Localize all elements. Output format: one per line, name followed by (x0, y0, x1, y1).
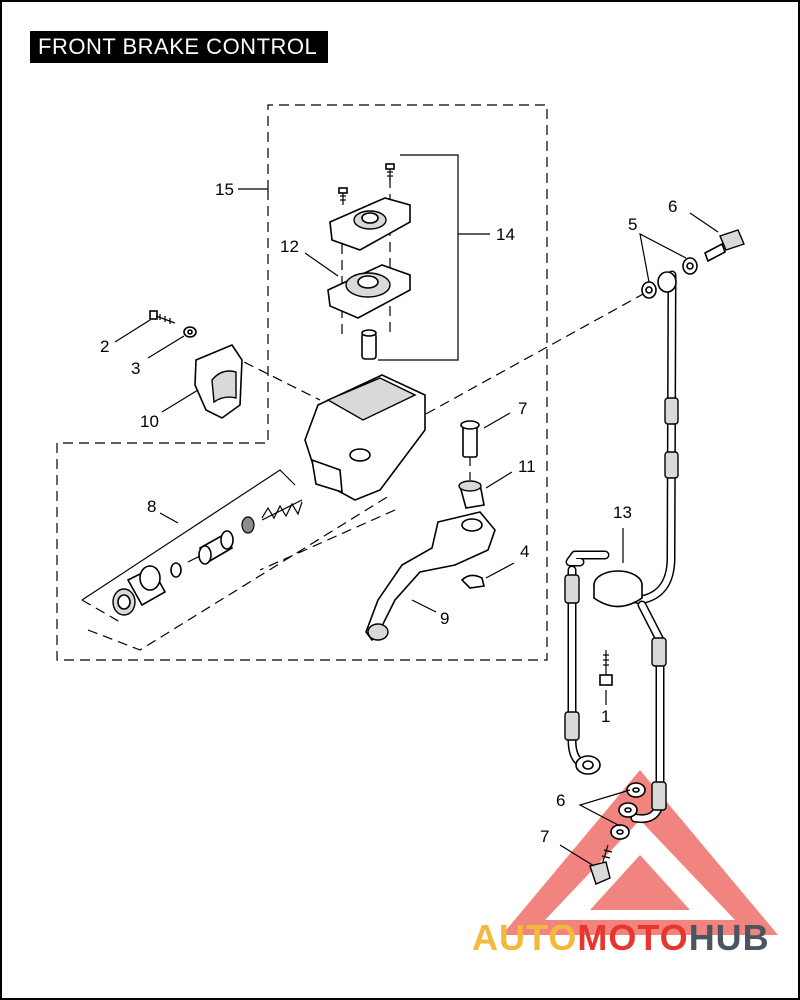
leader-3 (147, 335, 185, 359)
master-cylinder-body (304, 374, 426, 501)
retaining-clip (460, 574, 485, 589)
watermark-triangle-core (590, 855, 690, 910)
watermark-hub: HUB (689, 917, 770, 958)
leader-14-bracket (378, 154, 459, 361)
callout-1: 1 (601, 707, 610, 726)
piston-bracket-bottom (87, 493, 393, 651)
cover-screw-left (338, 187, 348, 205)
callout-7-upper: 7 (518, 399, 527, 418)
callout-11: 11 (518, 457, 536, 476)
leader-12 (304, 252, 339, 277)
handlebar-clamp (194, 344, 243, 419)
leader-2 (114, 319, 151, 343)
alignment-line-banjo (414, 292, 646, 421)
clamp-screw (149, 310, 176, 324)
brake-hose-left (564, 565, 601, 775)
junction-screw (599, 650, 613, 686)
callout-9: 9 (440, 609, 449, 628)
banjo-washers-lower (610, 782, 646, 840)
callout-5: 5 (628, 215, 637, 234)
reservoir-cover (329, 197, 411, 251)
cover-screw-right (385, 163, 395, 181)
callout-7-lower: 7 (540, 827, 549, 846)
leader-10 (161, 389, 199, 413)
diagram-title: FRONT BRAKE CONTROL (30, 31, 328, 63)
boot (126, 565, 167, 607)
brake-lever (365, 511, 496, 642)
assembly-15-boundary (56, 104, 548, 661)
callout-10: 10 (140, 412, 159, 431)
dust-seal (112, 588, 136, 616)
alignment-line-piston (259, 509, 396, 571)
leader-9 (411, 599, 437, 613)
watermark-logo (502, 770, 778, 935)
leader-11 (485, 471, 513, 489)
banjo-washers-upper (641, 257, 698, 299)
piston-body (187, 530, 234, 565)
leader-6-lower (578, 789, 631, 827)
leader-6-upper (689, 212, 719, 233)
piston-bracket-left (81, 599, 121, 623)
callout-2: 2 (100, 337, 109, 356)
callout-12: 12 (280, 237, 299, 256)
callout-8: 8 (147, 497, 156, 516)
leader-5 (639, 232, 687, 283)
watermark-text: AUTOMOTOHUB (472, 917, 770, 958)
brake-hose-right (630, 600, 667, 824)
leader-7-lower (559, 844, 595, 867)
o-ring (170, 562, 182, 578)
pivot-bushing (458, 480, 485, 509)
leader-7-upper (483, 412, 511, 429)
brake-hose-upper (595, 270, 679, 605)
lever-pivot-pin (460, 420, 480, 458)
alignment-line-clamp (229, 354, 321, 401)
watermark-moto: MOTO (577, 917, 688, 958)
callout-3: 3 (131, 359, 140, 378)
callout-6-upper: 6 (668, 197, 677, 216)
clamp-washer (183, 326, 197, 338)
callout-4: 4 (520, 542, 529, 561)
leader-4 (485, 562, 515, 579)
leader-8 (159, 512, 179, 524)
reservoir-diaphragm (327, 264, 411, 319)
piston-assembly (112, 499, 303, 616)
callout-14: 14 (496, 225, 515, 244)
piston-spring (261, 499, 303, 521)
banjo-bolt-upper (704, 229, 745, 263)
hose-junction-block (565, 550, 643, 608)
callout-6-lower: 6 (556, 791, 565, 810)
piston-bracket-top (81, 469, 296, 601)
watermark-auto: AUTO (472, 917, 577, 958)
callout-15: 15 (215, 180, 234, 199)
sight-glass (361, 329, 377, 360)
callout-13: 13 (613, 503, 632, 522)
banjo-bolt-lower (589, 844, 613, 885)
